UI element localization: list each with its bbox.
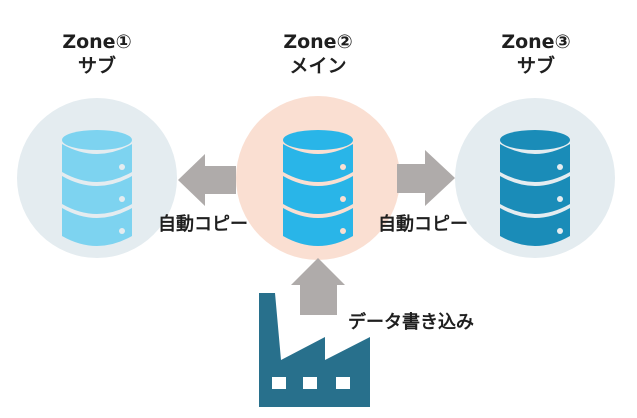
copy-left-label: 自動コピー	[158, 214, 248, 235]
copy-right-label: 自動コピー	[378, 214, 468, 235]
zone-2-role: メイン	[289, 55, 347, 77]
db-segment	[62, 144, 132, 182]
zone-3-name: Zone③	[501, 31, 571, 53]
copy-arrow-left	[178, 154, 236, 206]
db-segment	[283, 144, 353, 182]
zone-1-name: Zone①	[62, 31, 132, 53]
write-arrow-up	[291, 258, 345, 315]
db-indicator-dot	[557, 164, 563, 170]
db-top	[62, 130, 132, 150]
db-indicator-dot	[340, 164, 346, 170]
db-indicator-dot	[340, 228, 346, 234]
db-segment	[500, 208, 570, 246]
db-segment	[283, 208, 353, 246]
db-segment	[62, 176, 132, 214]
zone-2-name: Zone②	[283, 31, 353, 53]
database-icon-zone-3	[500, 130, 570, 246]
data-write-label: データ書き込み	[348, 312, 474, 333]
db-indicator-dot	[119, 196, 125, 202]
database-icon-zone-2	[283, 130, 353, 246]
db-top	[283, 130, 353, 150]
zone-3-title: Zone③ サブ	[456, 30, 616, 78]
copy-arrow-right	[397, 150, 455, 206]
db-segment	[500, 144, 570, 182]
zone-1-title: Zone① サブ	[17, 30, 177, 78]
zone-1-role: サブ	[77, 55, 116, 77]
database-icon-zone-1	[62, 130, 132, 246]
db-top	[500, 130, 570, 150]
db-segment	[500, 176, 570, 214]
db-indicator-dot	[119, 228, 125, 234]
db-segment	[283, 176, 353, 214]
db-indicator-dot	[340, 196, 346, 202]
zone-2-title: Zone② メイン	[238, 30, 398, 78]
db-indicator-dot	[557, 228, 563, 234]
zone-3-role: サブ	[516, 55, 555, 77]
factory-icon	[259, 293, 370, 407]
db-indicator-dot	[119, 164, 125, 170]
db-indicator-dot	[557, 196, 563, 202]
db-segment	[62, 208, 132, 246]
